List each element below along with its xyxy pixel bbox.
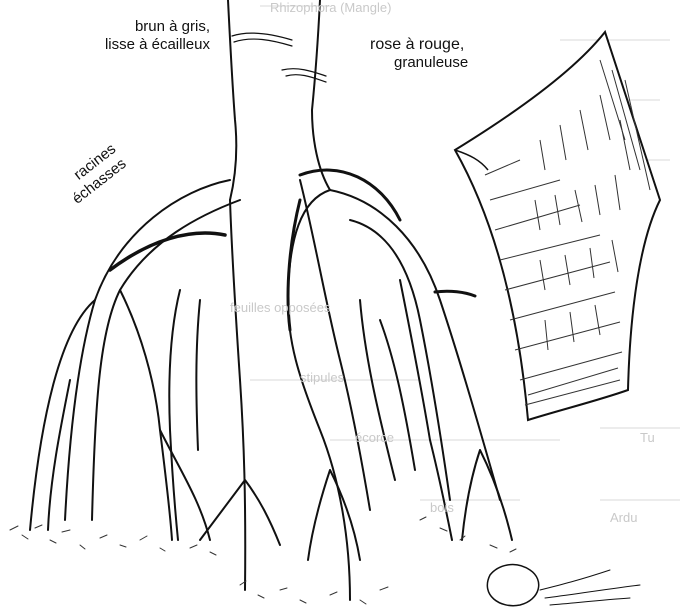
trunk-bark-label: brun à gris, lisse à écailleux xyxy=(70,18,210,54)
bleed-through-text-3: écorce xyxy=(355,430,394,445)
trunk-bark-label-line1: brun à gris, xyxy=(70,18,210,36)
inner-bark-label: rose à rouge, granuleuse xyxy=(370,36,530,72)
bleed-through-text-1: feuilles opposées xyxy=(230,300,330,315)
trunk-bark-label-line2: lisse à écailleux xyxy=(70,36,210,54)
inner-bark-label-line2: granuleuse xyxy=(370,54,530,72)
bleed-through-heading: Rhizophora (Mangle) xyxy=(270,0,391,15)
bleed-through-text-2: stipules xyxy=(300,370,344,385)
bleed-through-text-4: bois xyxy=(430,500,454,515)
bleed-through-text-6: Tu xyxy=(640,430,655,445)
inner-bark-label-line1: rose à rouge, xyxy=(370,36,530,54)
bleed-through-text-5: Ardu xyxy=(610,510,637,525)
bark-cross-section xyxy=(455,32,660,420)
